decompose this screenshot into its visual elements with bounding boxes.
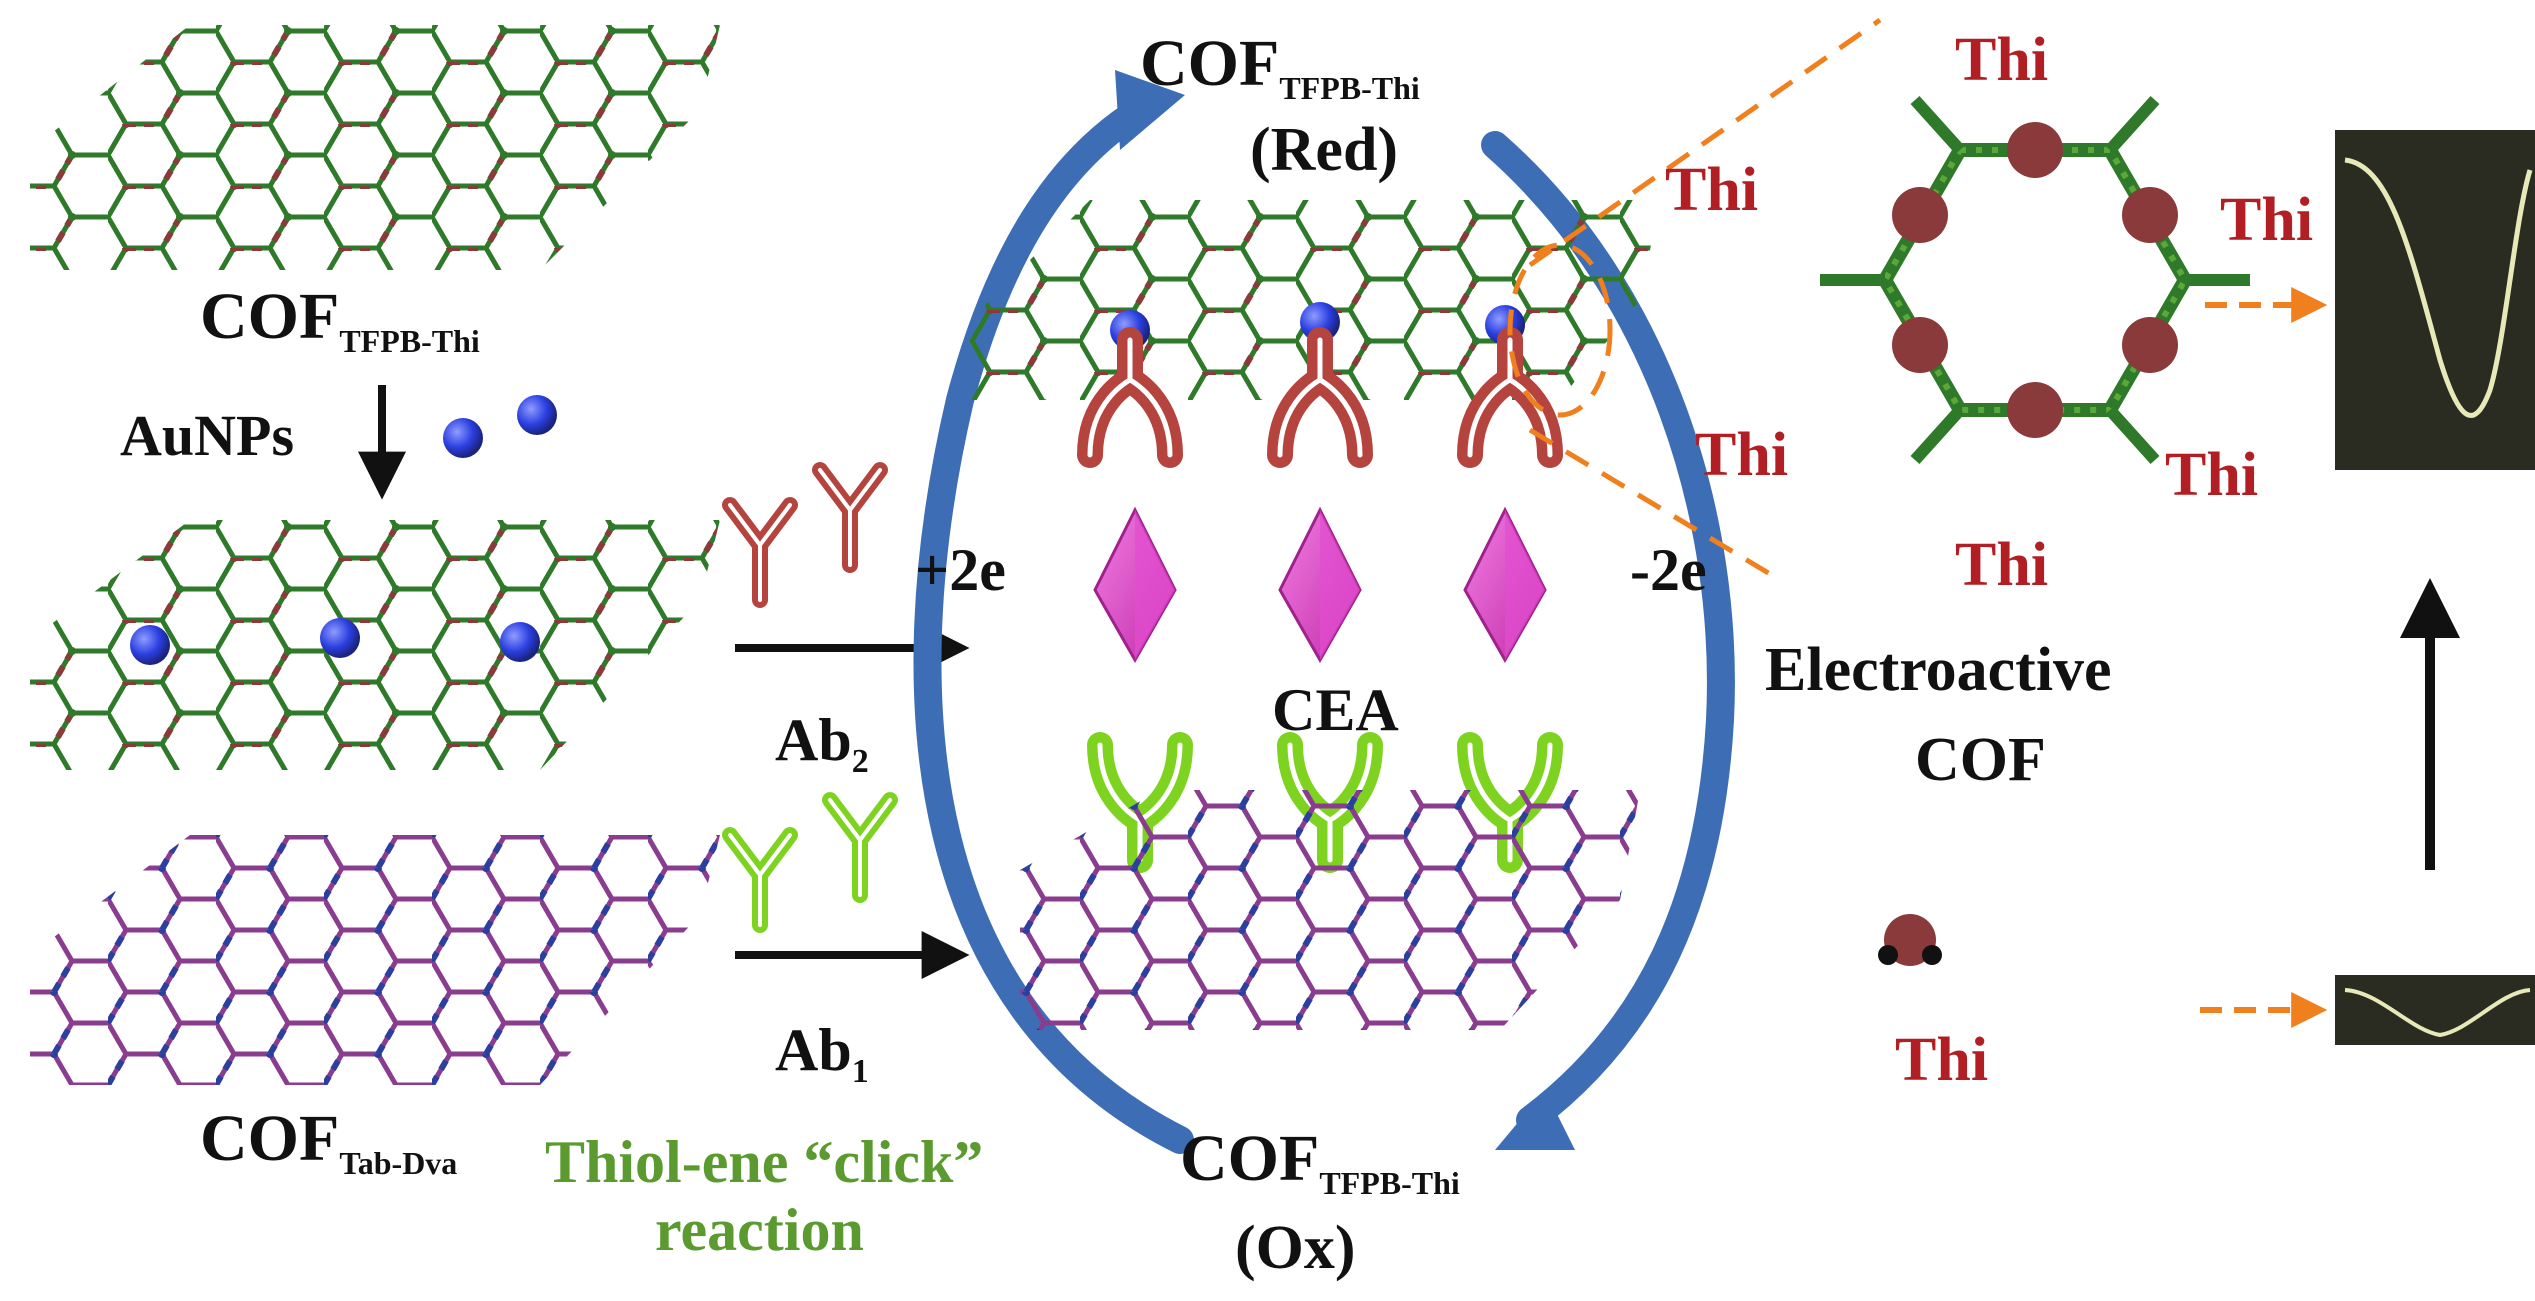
thi-molecule	[1878, 914, 1942, 966]
cof-tab-dva-label: COFTab-Dva	[200, 1102, 457, 1181]
electroactive-label: Electroactive	[1765, 636, 2112, 704]
large-signal-trace	[2335, 130, 2535, 470]
click-reaction-label-line2: reaction	[655, 1197, 864, 1263]
gold-nanoparticle	[443, 418, 483, 458]
electroactive-cof-label: COF	[1915, 726, 2046, 794]
cycle-arrowhead-top	[1115, 70, 1185, 150]
gold-nanoparticle	[517, 395, 557, 435]
thi-label-upper-right: Thi	[2220, 186, 2313, 254]
cof-aunps-sheet	[30, 520, 720, 770]
cof-tfpb-thi-label-top: COFTFPB-Thi	[200, 280, 480, 359]
thi-label-lower-right: Thi	[2165, 441, 2258, 509]
electroactive-cof-ring	[1820, 95, 2250, 465]
thi-label-top: Thi	[1955, 26, 2048, 94]
red-state-label: (Red)	[1250, 116, 1398, 184]
thi-label-small: Thi	[1895, 1026, 1988, 1094]
cea-antigen	[1093, 506, 1547, 664]
small-signal-trace	[2335, 975, 2535, 1045]
bound-ab2-highlight	[1087, 337, 1553, 458]
thi-label-upper-left: Thi	[1665, 156, 1758, 224]
cof-tfpb-thi-sheet-top	[30, 25, 720, 270]
cof-tfpb-thi-ox-label: COFTFPB-Thi	[1180, 1122, 1460, 1201]
thi-label-bottom: Thi	[1955, 531, 2048, 599]
antibody-ab2-highlight	[728, 468, 882, 602]
ab1-label: Ab1	[775, 1017, 869, 1090]
thi-label-lower-left: Thi	[1695, 421, 1788, 489]
cof-tab-dva-sheet-center	[1020, 790, 1640, 1030]
ox-state-label: (Ox)	[1235, 1214, 1356, 1282]
antibody-ab1-green	[722, 792, 898, 933]
zoom-guides	[1507, 17, 1882, 583]
cea-label: CEA	[1272, 677, 1399, 743]
antibody-ab1-highlight	[728, 798, 892, 927]
aunps-label: AuNPs	[120, 403, 294, 468]
ab2-label: Ab2	[775, 707, 869, 780]
cof-tfpb-thi-red-label: COFTFPB-Thi	[1140, 27, 1420, 106]
minus-2e-label: -2e	[1630, 537, 1707, 603]
cof-tab-dva-sheet	[30, 835, 720, 1085]
plus-2e-label: +2e	[915, 537, 1006, 603]
click-reaction-label-line1: Thiol-ene “click”	[545, 1129, 983, 1195]
cycle-arrowhead-bottom	[1495, 1090, 1575, 1150]
